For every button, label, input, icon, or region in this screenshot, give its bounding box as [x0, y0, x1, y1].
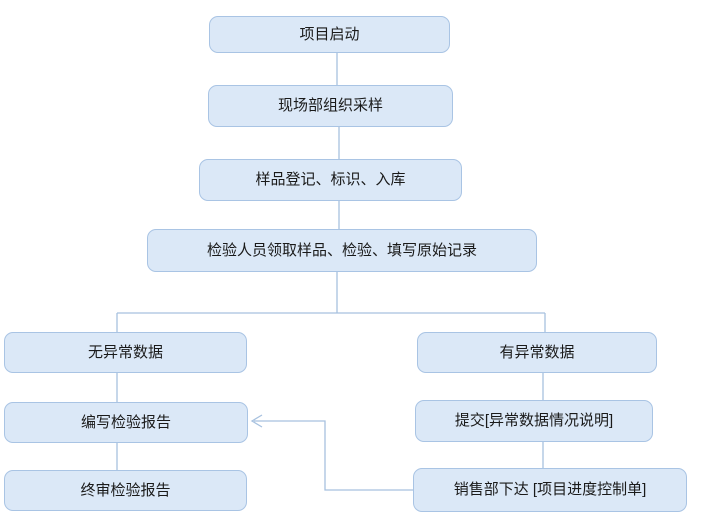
flow-node-no-abnormal-data: 无异常数据: [4, 332, 247, 373]
flow-node-abnormal-data: 有异常数据: [417, 332, 657, 373]
flow-node-submit-abnormal-explanation: 提交[异常数据情况说明]: [415, 400, 653, 442]
flow-node-field-dept-sampling: 现场部组织采样: [208, 85, 453, 127]
flow-node-sales-issue-control-sheet: 销售部下达 [项目进度控制单]: [413, 468, 687, 512]
flow-node-final-review-report: 终审检验报告: [4, 470, 247, 511]
flow-node-inspector-test-record: 检验人员领取样品、检验、填写原始记录: [147, 229, 537, 272]
arrow-left-icon: [250, 414, 263, 428]
flow-node-sample-register-mark-store: 样品登记、标识、入库: [199, 159, 462, 201]
flow-node-write-inspection-report: 编写检验报告: [4, 402, 248, 443]
edge-sales-to-write: [254, 420, 413, 491]
flow-node-project-start: 项目启动: [209, 16, 450, 53]
